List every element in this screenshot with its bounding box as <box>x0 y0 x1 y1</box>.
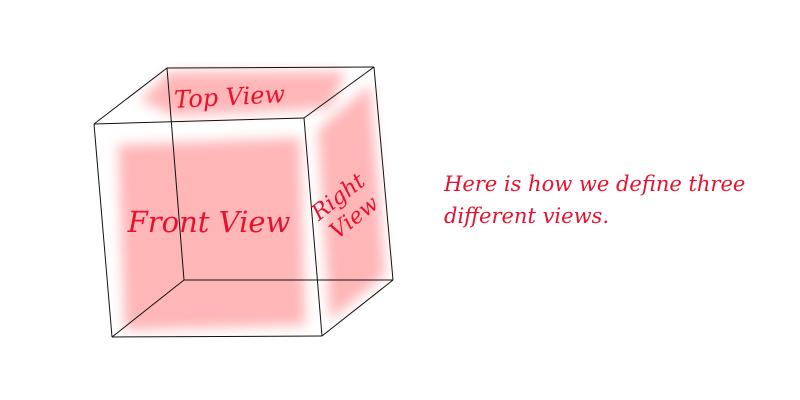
top-view-label: Top View <box>173 80 286 114</box>
front-view-label: Front View <box>127 205 291 239</box>
edge <box>321 279 394 337</box>
edge <box>93 67 168 125</box>
edge <box>93 123 113 338</box>
edge <box>111 335 323 338</box>
edge <box>373 66 394 281</box>
caption-line-2: different views. <box>444 204 610 228</box>
edge <box>303 117 323 337</box>
edge <box>111 279 185 338</box>
cube-edges <box>93 66 394 338</box>
top-face <box>140 72 345 116</box>
edge <box>166 67 185 281</box>
edge <box>166 66 375 69</box>
edge <box>303 66 375 119</box>
caption-text: Here is how we define three different vi… <box>444 168 764 232</box>
caption-line-1: Here is how we define three <box>444 172 746 196</box>
front-face <box>118 138 305 330</box>
edge <box>93 117 305 125</box>
right-face <box>318 85 385 320</box>
